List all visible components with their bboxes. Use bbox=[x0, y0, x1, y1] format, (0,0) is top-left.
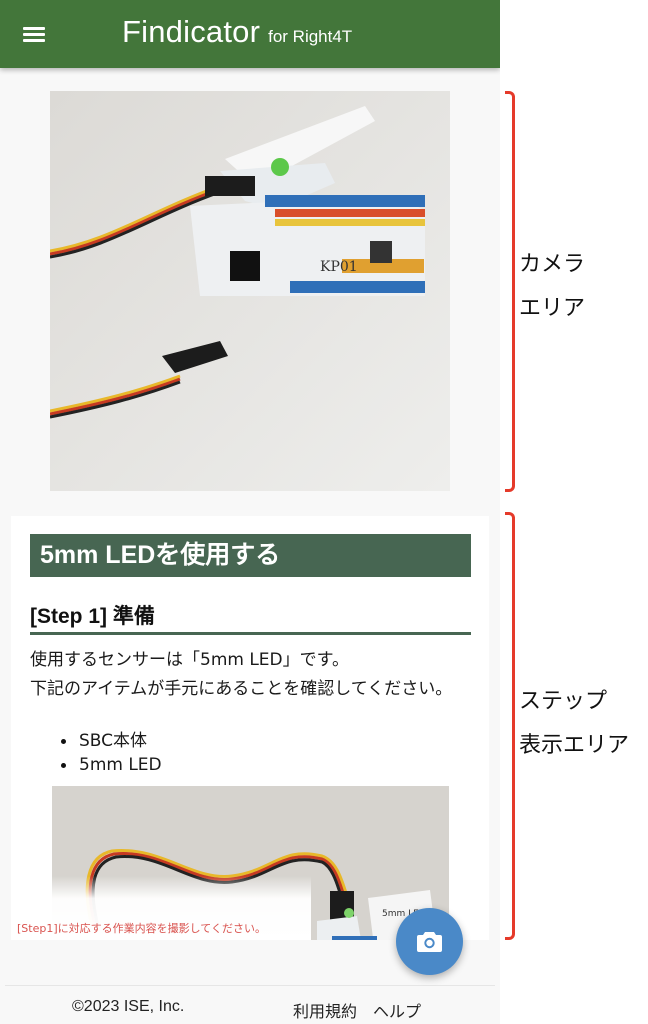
step-area-bracket bbox=[505, 512, 515, 940]
camera-preview: KP01 bbox=[50, 91, 450, 491]
step-description-line2: 下記のアイテムが手元にあることを確認してください。 bbox=[30, 679, 453, 699]
step-heading-divider bbox=[30, 632, 471, 635]
hint-backdrop bbox=[11, 876, 311, 940]
hamburger-menu-icon[interactable] bbox=[16, 18, 52, 50]
app-screen: Findicator for Right4T KP01 bbox=[0, 0, 500, 1022]
footer-links: 利用規約ヘルプ bbox=[293, 998, 421, 1022]
step-heading: [Step 1] 準備 bbox=[30, 605, 155, 628]
step-display-area: 5mm LEDを使用する [Step 1] 準備 使用するセンサーは「5mm L… bbox=[11, 516, 489, 940]
capture-hint: [Step1]に対応する作業内容を撮影してください。 bbox=[17, 922, 266, 935]
app-title-main: Findicator bbox=[122, 14, 261, 49]
list-item: SBC本体 bbox=[61, 729, 162, 753]
camera-icon bbox=[417, 932, 442, 952]
app-bar: Findicator for Right4T bbox=[0, 0, 500, 68]
step-area-label: ステップ 表示エリア bbox=[519, 689, 630, 758]
camera-area-label: カメラ エリア bbox=[519, 252, 586, 321]
list-item: 5mm LED bbox=[61, 753, 162, 777]
copyright: ©2023 ISE, Inc. bbox=[72, 998, 185, 1015]
terms-link[interactable]: 利用規約 bbox=[293, 1002, 358, 1021]
app-title-subtitle: for Right4T bbox=[268, 27, 353, 46]
svg-text:KP01: KP01 bbox=[320, 259, 358, 275]
camera-preview-image: KP01 bbox=[50, 91, 450, 491]
capture-button[interactable] bbox=[396, 908, 463, 975]
camera-area-bracket bbox=[505, 91, 515, 492]
app-title: Findicator for Right4T bbox=[122, 14, 352, 50]
required-items-list: SBC本体 5mm LED bbox=[61, 729, 162, 777]
step-description: 使用するセンサーは「5mm LED」です。 下記のアイテムが手元にあることを確認… bbox=[30, 646, 470, 704]
help-link[interactable]: ヘルプ bbox=[373, 1002, 422, 1021]
step-description-line1: 使用するセンサーは「5mm LED」です。 bbox=[30, 650, 349, 670]
step-title: 5mm LEDを使用する bbox=[30, 534, 471, 577]
footer-divider bbox=[5, 985, 495, 986]
svg-text:5mm LED: 5mm LED bbox=[382, 909, 426, 919]
